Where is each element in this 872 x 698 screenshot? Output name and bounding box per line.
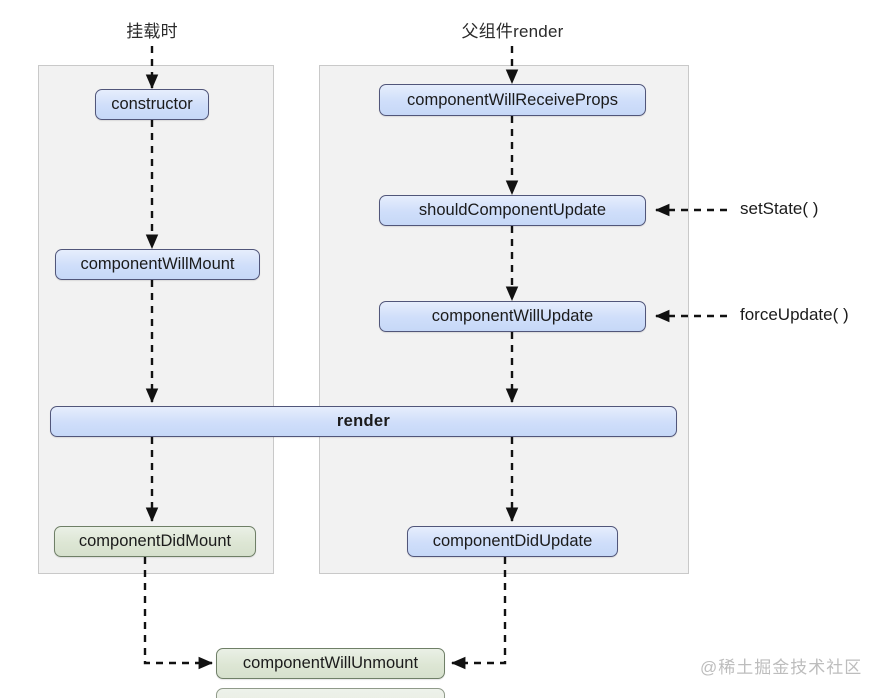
- node-componentWillUpdate[interactable]: componentWillUpdate: [379, 301, 646, 332]
- node-componentDidUpdate[interactable]: componentDidUpdate: [407, 526, 618, 557]
- node-componentWillMount[interactable]: componentWillMount: [55, 249, 260, 280]
- node-componentWillReceiveProps-label: componentWillReceiveProps: [407, 90, 618, 109]
- node-shouldComponentUpdate[interactable]: shouldComponentUpdate: [379, 195, 646, 226]
- node-componentWillUnmount[interactable]: componentWillUnmount: [216, 648, 445, 679]
- node-componentWillUnmount-label: componentWillUnmount: [242, 654, 419, 672]
- trigger-forceUpdate-label: forceUpdate( ): [740, 305, 849, 324]
- watermark: @稀土掘金技术社区: [700, 658, 863, 677]
- node-componentDidUpdate-label: componentDidUpdate: [432, 532, 593, 550]
- trigger-setState-label: setState( ): [740, 199, 819, 218]
- node-componentWillMount-label: componentWillMount: [80, 255, 235, 273]
- mount-phase-title: 挂载时: [126, 22, 178, 41]
- node-componentDidMount[interactable]: componentDidMount: [54, 526, 256, 557]
- node-componentDidMount-label: componentDidMount: [78, 532, 232, 550]
- node-componentWillReceiveProps[interactable]: componentWillReceiveProps: [379, 84, 646, 116]
- update-phase-title: 父组件render: [461, 22, 564, 41]
- node-constructor-label: constructor: [111, 95, 193, 113]
- node-constructor[interactable]: constructor: [95, 89, 209, 120]
- node-render[interactable]: render: [50, 406, 677, 437]
- node-clipped-bottom[interactable]: [216, 688, 445, 698]
- mount-phase-panel: [38, 65, 274, 574]
- node-shouldComponentUpdate-label: shouldComponentUpdate: [418, 201, 607, 219]
- node-componentWillUpdate-label: componentWillUpdate: [431, 307, 594, 325]
- node-render-label: render: [336, 412, 391, 430]
